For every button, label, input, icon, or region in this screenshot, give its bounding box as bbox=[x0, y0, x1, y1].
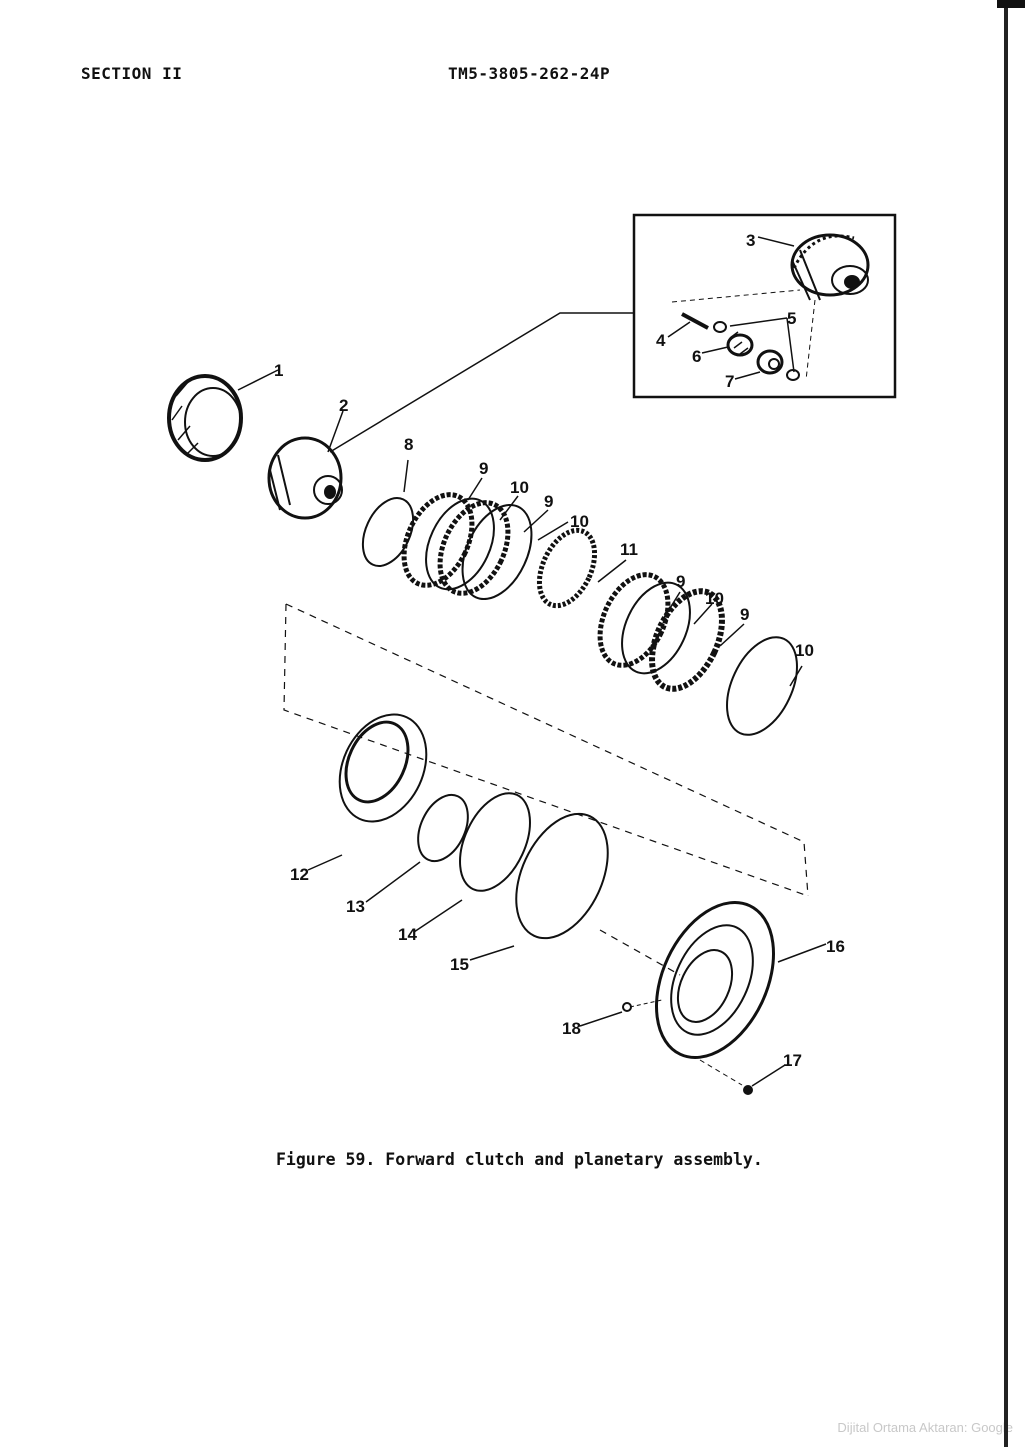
callout-10d: 10 bbox=[795, 641, 814, 660]
page-corner-mark bbox=[997, 0, 1025, 8]
callout-12: 12 bbox=[290, 865, 309, 884]
callout-17: 17 bbox=[783, 1051, 802, 1070]
clutch-plate-10d bbox=[726, 636, 798, 736]
part-15-seal-ring bbox=[515, 812, 609, 940]
page-binding-edge bbox=[1004, 0, 1008, 1447]
part-4-pin bbox=[681, 312, 709, 330]
callout-18: 18 bbox=[562, 1019, 581, 1038]
clutch-plate-10a bbox=[425, 497, 495, 591]
callout-14: 14 bbox=[398, 925, 417, 944]
callout-4: 4 bbox=[656, 331, 666, 350]
part-16-clutch-housing bbox=[655, 901, 775, 1059]
digitization-watermark: Dijital Ortama Aktaran: Google bbox=[837, 1420, 1013, 1435]
inset-box bbox=[632, 213, 897, 399]
callout-5: 5 bbox=[787, 309, 796, 328]
callout-10c: 10 bbox=[705, 589, 724, 608]
part-8-snap-ring bbox=[361, 497, 415, 567]
callout-9c: 9 bbox=[676, 572, 685, 591]
tm-number: TM5-3805-262-24P bbox=[448, 64, 611, 83]
part-7-planet-gear bbox=[756, 349, 784, 375]
part-11-hub bbox=[536, 527, 598, 609]
callout-7: 7 bbox=[725, 372, 734, 391]
callout-15: 15 bbox=[450, 955, 469, 974]
clutch-plate-9d bbox=[649, 588, 725, 692]
part-12-piston bbox=[338, 713, 428, 823]
part-14-seal-ring bbox=[459, 792, 531, 892]
callout-9a: 9 bbox=[479, 459, 488, 478]
part-5-washer bbox=[713, 321, 727, 333]
section-heading: SECTION II bbox=[81, 64, 183, 83]
callout-1: 1 bbox=[274, 361, 283, 380]
callout-16: 16 bbox=[826, 937, 845, 956]
part-18-fitting bbox=[622, 1002, 632, 1012]
part-17-screw bbox=[699, 1059, 753, 1095]
part-6-bearing bbox=[726, 331, 754, 357]
clutch-plate-10c bbox=[621, 581, 691, 675]
part-3-planet-carrier bbox=[790, 233, 870, 301]
callout-13: 13 bbox=[346, 897, 365, 916]
callout-9b: 9 bbox=[544, 492, 553, 511]
callout-8: 8 bbox=[404, 435, 413, 454]
callout-11: 11 bbox=[620, 540, 638, 559]
callout-10a: 10 bbox=[510, 478, 529, 497]
callout-2: 2 bbox=[339, 396, 348, 415]
callout-6: 6 bbox=[692, 347, 701, 366]
clutch-plate-10b bbox=[461, 503, 533, 601]
part-1-ring-gear bbox=[167, 374, 243, 462]
figure-caption: Figure 59. Forward clutch and planetary … bbox=[276, 1150, 763, 1169]
part-5-washer-2 bbox=[786, 369, 800, 381]
part-13-seal-ring bbox=[417, 793, 469, 863]
clutch-plate-9c bbox=[597, 572, 671, 668]
callout-9d: 9 bbox=[740, 605, 749, 624]
callout-3: 3 bbox=[746, 231, 755, 250]
callout-10b: 10 bbox=[570, 512, 589, 531]
part-2-planetary-carrier bbox=[267, 436, 343, 520]
clutch-plate-9b bbox=[437, 500, 511, 596]
